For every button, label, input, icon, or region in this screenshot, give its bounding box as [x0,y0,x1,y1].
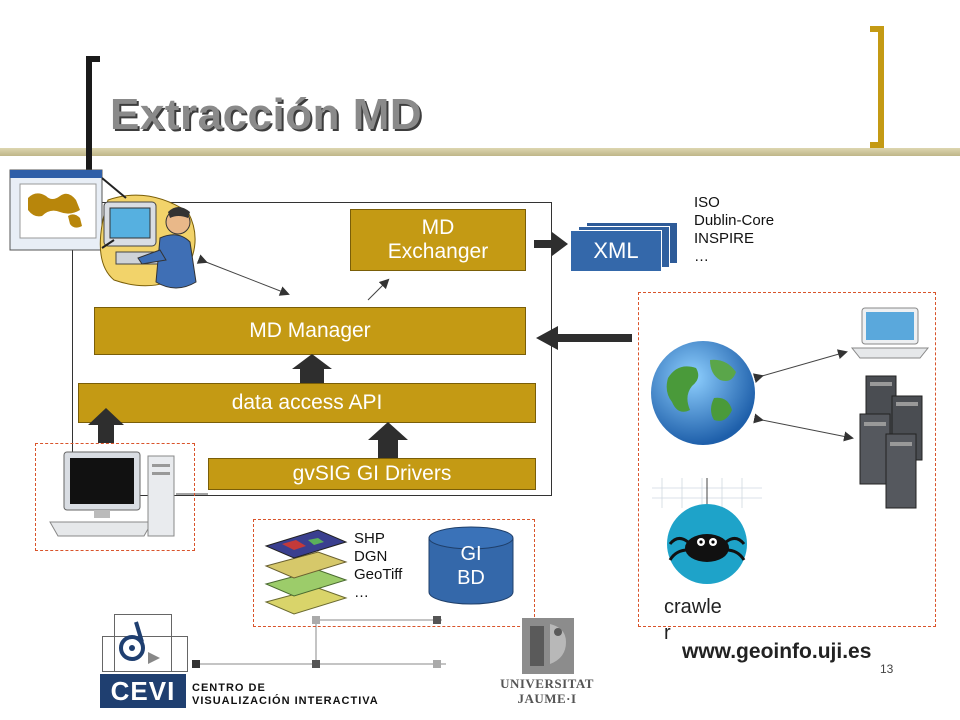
md-exchanger-box: MD Exchanger [350,209,526,271]
cevi-logo: CEVI Centro de Visualización Interactiva [100,614,378,710]
system-boundary [72,202,552,496]
md-exchanger-line1: MD [421,216,455,239]
format-item: SHP [354,530,385,547]
arrow-api-to-manager [292,354,332,383]
gi-database-icon: GI BD [428,526,514,606]
md-exchanger-line2: Exchanger [387,240,489,263]
arrow-internet-to-manager [536,326,632,350]
standards-list: ISO Dublin-Core INSPIRE … [694,194,774,266]
laptop-icon [850,307,930,359]
title-rule [0,148,960,156]
formats-list: SHP DGN GeoTiff … [354,530,402,602]
spider-icon [652,478,762,584]
right-bracket [870,26,884,148]
servers-icon [859,375,923,509]
gi-bd-line1: GI [460,543,482,565]
standard-item: Dublin-Core [694,212,775,229]
data-sources-box [253,519,535,627]
arrow-globe-servers [753,413,854,442]
arrow-user-manager [196,254,290,296]
standard-item: INSPIRE [694,230,755,247]
standard-item: … [694,248,709,265]
crawler-label: crawle r [664,596,722,644]
arrow-exchanger-to-xml [534,232,568,256]
website-url[interactable]: www.geoinfo.uji.es [682,640,872,663]
arrow-drivers-to-api [368,422,408,458]
format-item: DGN [354,548,388,565]
arrow-globe-laptop [752,349,848,384]
md-manager-box: MD Manager [94,307,526,355]
map-layers-icon [264,529,348,615]
desktop-computer-icon [49,451,175,537]
page-title: Extracción MD [110,90,423,139]
xml-label: XML [570,230,662,272]
gvsig-drivers-box: gvSIG GI Drivers [208,458,536,490]
internet-box [638,292,936,627]
user-at-computer-illustration [9,169,197,289]
arrow-manager-exchanger [367,278,390,301]
cevi-text: Centro de Visualización Interactiva [192,682,379,707]
xml-documents: XML [570,222,680,272]
cevi-mark: CEVI [100,674,186,708]
uji-text: Universitat Jaume·I [500,676,594,706]
pc-source-box [35,443,195,551]
globe-icon [651,341,755,445]
arrow-pc-to-api [88,408,124,443]
data-access-api-box: data access API [78,383,536,423]
format-item: GeoTiff [354,566,403,583]
uji-logo: Universitat Jaume·I [498,618,596,710]
page-number: 13 [880,662,894,676]
format-item: … [354,584,369,601]
gi-bd-line2: BD [457,567,485,589]
standard-item: ISO [694,194,720,211]
